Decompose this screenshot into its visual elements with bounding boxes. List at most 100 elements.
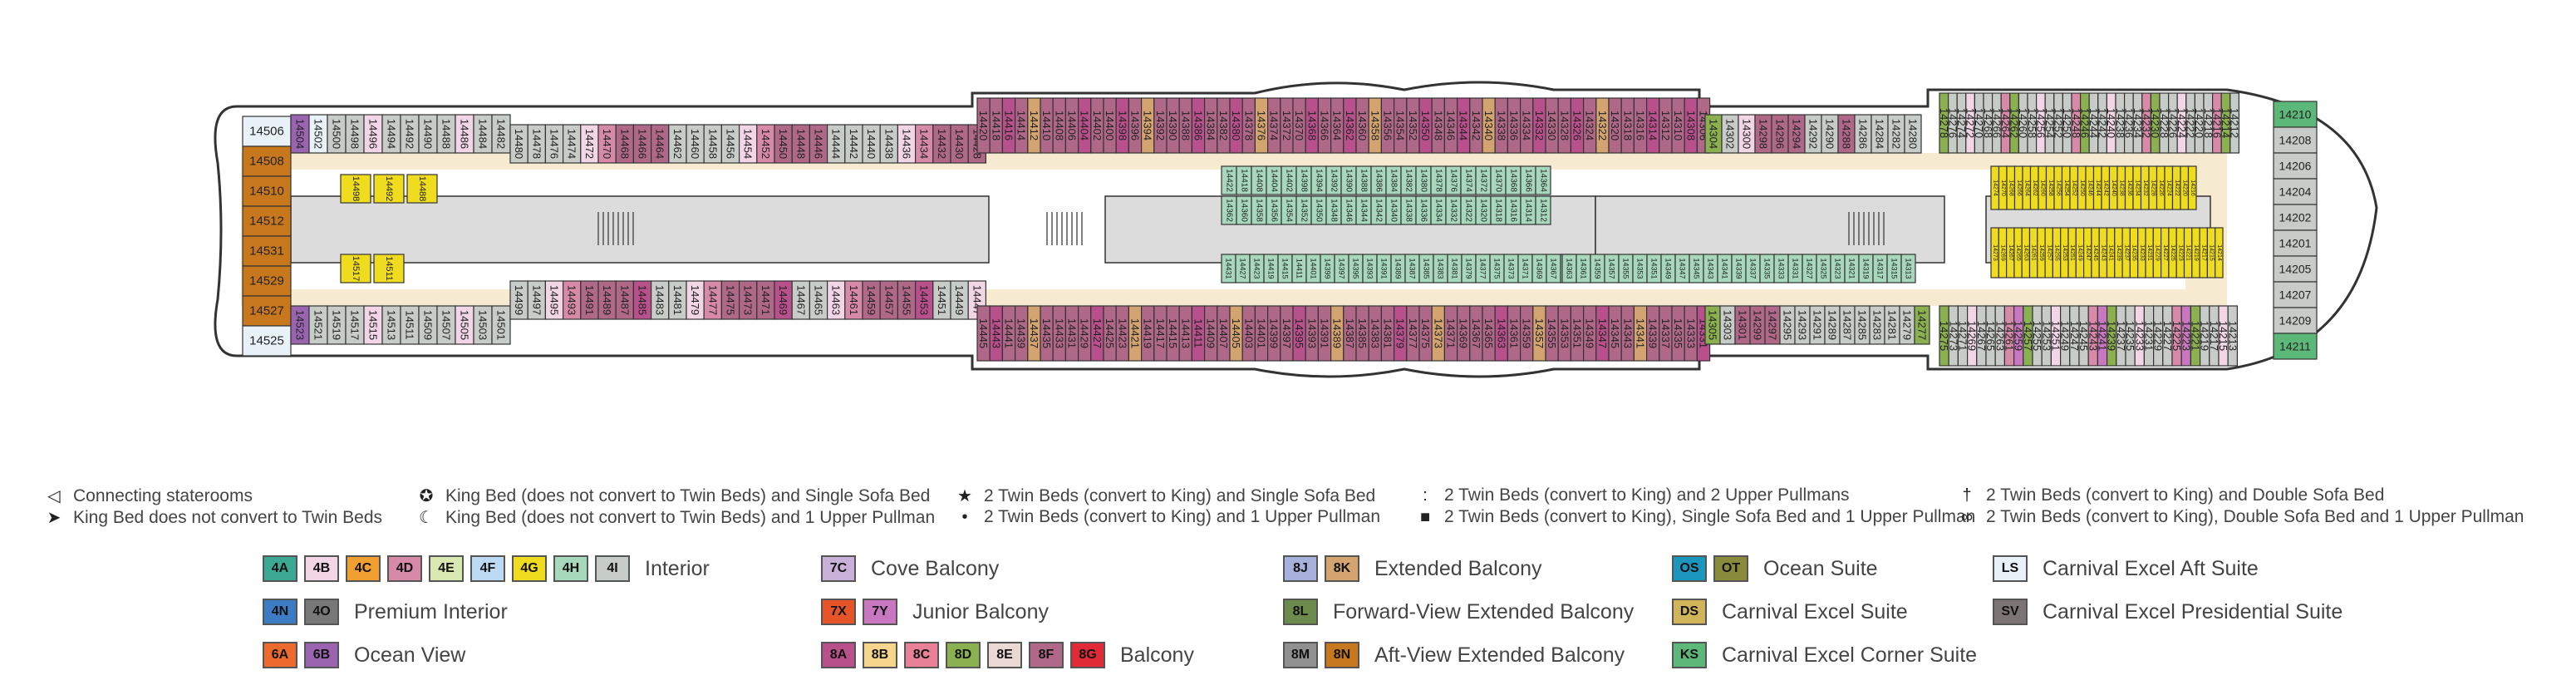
stateroom[interactable]: 14364 (1535, 165, 1551, 195)
stateroom[interactable]: 14375 (1489, 254, 1505, 283)
stateroom[interactable]: 14517 (340, 254, 371, 283)
stateroom[interactable]: 14238 (2116, 165, 2126, 210)
stateroom[interactable]: 14403 (1241, 305, 1256, 362)
stateroom[interactable]: 14332 (1532, 97, 1546, 154)
stateroom[interactable]: 14515 (363, 305, 383, 345)
stateroom[interactable]: 14370 (1292, 97, 1306, 154)
stateroom[interactable]: 14414 (1014, 97, 1029, 154)
stateroom[interactable]: 14229 (2152, 227, 2162, 278)
stateroom[interactable]: 14286 (1854, 114, 1872, 154)
stateroom[interactable]: 14459 (862, 280, 881, 320)
stateroom[interactable]: 14466 (632, 124, 652, 164)
stateroom[interactable]: 14327 (1802, 254, 1817, 283)
stateroom[interactable]: 14340 (1482, 97, 1496, 154)
stateroom[interactable]: 14415 (1166, 305, 1180, 362)
stateroom[interactable]: 14384 (1203, 97, 1218, 154)
stateroom[interactable]: 14484 (473, 114, 493, 154)
stateroom[interactable]: 14436 (897, 124, 917, 164)
stateroom[interactable]: 14448 (791, 124, 811, 164)
stateroom[interactable]: 14226 (2166, 92, 2179, 154)
stateroom[interactable]: 14201 (2273, 229, 2318, 257)
stateroom[interactable]: 14373 (1503, 254, 1519, 283)
stateroom[interactable]: 14465 (809, 280, 828, 320)
stateroom[interactable]: 14421 (1128, 305, 1143, 362)
stateroom[interactable]: 14332 (1445, 195, 1462, 225)
stateroom[interactable]: 14316 (1633, 97, 1648, 154)
stateroom[interactable]: 14356 (1266, 195, 1282, 225)
stateroom[interactable]: 14367 (1469, 305, 1483, 362)
stateroom[interactable]: 14452 (756, 124, 775, 164)
stateroom[interactable]: 14455 (897, 280, 917, 320)
stateroom[interactable]: 14511 (373, 254, 405, 283)
stateroom[interactable]: 14490 (418, 114, 438, 154)
stateroom[interactable]: 14503 (473, 305, 493, 345)
stateroom[interactable]: 14256 (2053, 165, 2063, 210)
stateroom[interactable]: 14502 (308, 114, 328, 154)
stateroom[interactable]: 14423 (1115, 305, 1129, 362)
stateroom[interactable]: 14411 (1291, 254, 1307, 283)
stateroom[interactable]: 14408 (1251, 165, 1267, 195)
stateroom[interactable]: 14258 (2045, 165, 2055, 210)
stateroom[interactable]: 14369 (1456, 305, 1471, 362)
stateroom[interactable]: 14235 (2129, 227, 2139, 278)
stateroom[interactable]: 14333 (1773, 254, 1789, 283)
stateroom[interactable]: 14283 (1869, 305, 1885, 345)
stateroom[interactable]: 14395 (1348, 254, 1364, 283)
stateroom[interactable]: 14358 (1368, 97, 1382, 154)
stateroom[interactable]: 14331 (1787, 254, 1803, 283)
stateroom[interactable]: 14397 (1280, 305, 1294, 362)
stateroom[interactable]: 14323 (1830, 254, 1846, 283)
stateroom[interactable]: 14374 (1460, 165, 1477, 195)
stateroom[interactable]: 14453 (914, 280, 934, 320)
stateroom[interactable]: 14353 (1632, 254, 1648, 283)
stateroom[interactable]: 14273 (1990, 227, 1999, 278)
stateroom[interactable]: 14237 (2121, 227, 2131, 278)
stateroom[interactable]: 14517 (345, 305, 365, 345)
stateroom[interactable]: 14508 (242, 145, 292, 177)
stateroom[interactable]: 14346 (1340, 195, 1357, 225)
stateroom[interactable]: 14383 (1433, 254, 1448, 283)
stateroom[interactable]: 14523 (290, 305, 310, 345)
stateroom[interactable]: 14337 (1659, 305, 1673, 362)
stateroom[interactable]: 14419 (1140, 305, 1155, 362)
stateroom[interactable]: 14487 (615, 280, 635, 320)
stateroom[interactable]: 14294 (1787, 114, 1806, 154)
stateroom[interactable]: 14220 (2193, 92, 2205, 154)
stateroom[interactable]: 14440 (862, 124, 881, 164)
stateroom[interactable]: 14237 (2115, 305, 2127, 367)
stateroom[interactable]: 14281 (1884, 305, 1900, 345)
stateroom[interactable]: 14354 (1281, 195, 1297, 225)
stateroom[interactable]: 14232 (2140, 165, 2150, 210)
stateroom[interactable]: 14321 (1844, 254, 1860, 283)
stateroom[interactable]: 14312 (1659, 97, 1673, 154)
stateroom[interactable]: 14337 (1745, 254, 1761, 283)
stateroom[interactable]: 14204 (2273, 178, 2318, 205)
stateroom[interactable]: 14418 (989, 97, 1003, 154)
stateroom[interactable]: 14387 (1404, 254, 1420, 283)
stateroom[interactable]: 14509 (418, 305, 438, 345)
stateroom[interactable]: 14268 (2006, 165, 2016, 210)
stateroom[interactable]: 14275 (1938, 305, 1950, 367)
stateroom[interactable]: 14212 (2229, 92, 2241, 154)
stateroom[interactable]: 14231 (2145, 227, 2154, 278)
stateroom[interactable]: 14353 (1557, 305, 1571, 362)
stateroom[interactable]: 14267 (2006, 227, 2015, 278)
stateroom[interactable]: 14316 (1505, 195, 1522, 225)
stateroom[interactable]: 14245 (2091, 227, 2100, 278)
stateroom[interactable]: 14213 (2226, 305, 2239, 367)
stateroom[interactable]: 14407 (1217, 305, 1231, 362)
stateroom[interactable]: 14385 (1418, 254, 1434, 283)
stateroom[interactable]: 14498 (345, 114, 365, 154)
stateroom[interactable]: 14339 (1645, 305, 1660, 362)
stateroom[interactable]: 14348 (1431, 97, 1445, 154)
stateroom[interactable]: 14456 (720, 124, 740, 164)
stateroom[interactable]: 14292 (1804, 114, 1822, 154)
stateroom[interactable]: 14404 (1266, 165, 1282, 195)
stateroom[interactable]: 14352 (1406, 97, 1420, 154)
stateroom[interactable]: 14312 (1535, 195, 1551, 225)
stateroom[interactable]: 14376 (1254, 97, 1269, 154)
stateroom[interactable]: 14479 (686, 280, 705, 320)
stateroom[interactable]: 14351 (1646, 254, 1662, 283)
stateroom[interactable]: 14209 (2273, 307, 2318, 334)
stateroom[interactable]: 14383 (1368, 305, 1382, 362)
